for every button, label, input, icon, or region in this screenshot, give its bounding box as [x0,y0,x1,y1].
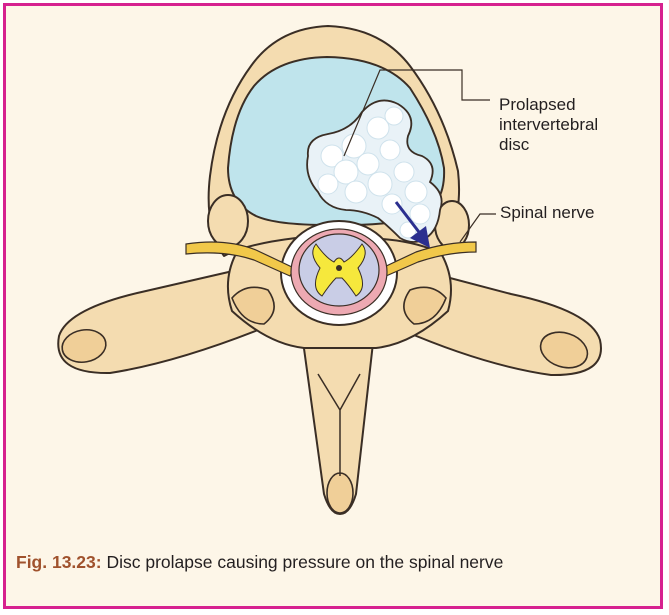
caption-label: Fig. 13.23: [16,552,102,572]
spinal-nerve-label: Spinal nerve [500,203,595,223]
caption-text: Disc prolapse causing pressure on the sp… [106,552,503,572]
left-articular-facet [208,195,248,247]
central-canal [336,265,342,271]
figure-caption: Fig. 13.23: Disc prolapse causing pressu… [16,549,652,575]
figure-frame: Prolapsed intervertebral disc Spinal ner… [3,3,663,609]
spinal-cord [291,229,387,315]
prolapsed-disc-label: Prolapsed intervertebral disc [499,95,598,155]
spinous-tip [327,473,353,513]
vertebra-diagram [6,6,660,546]
